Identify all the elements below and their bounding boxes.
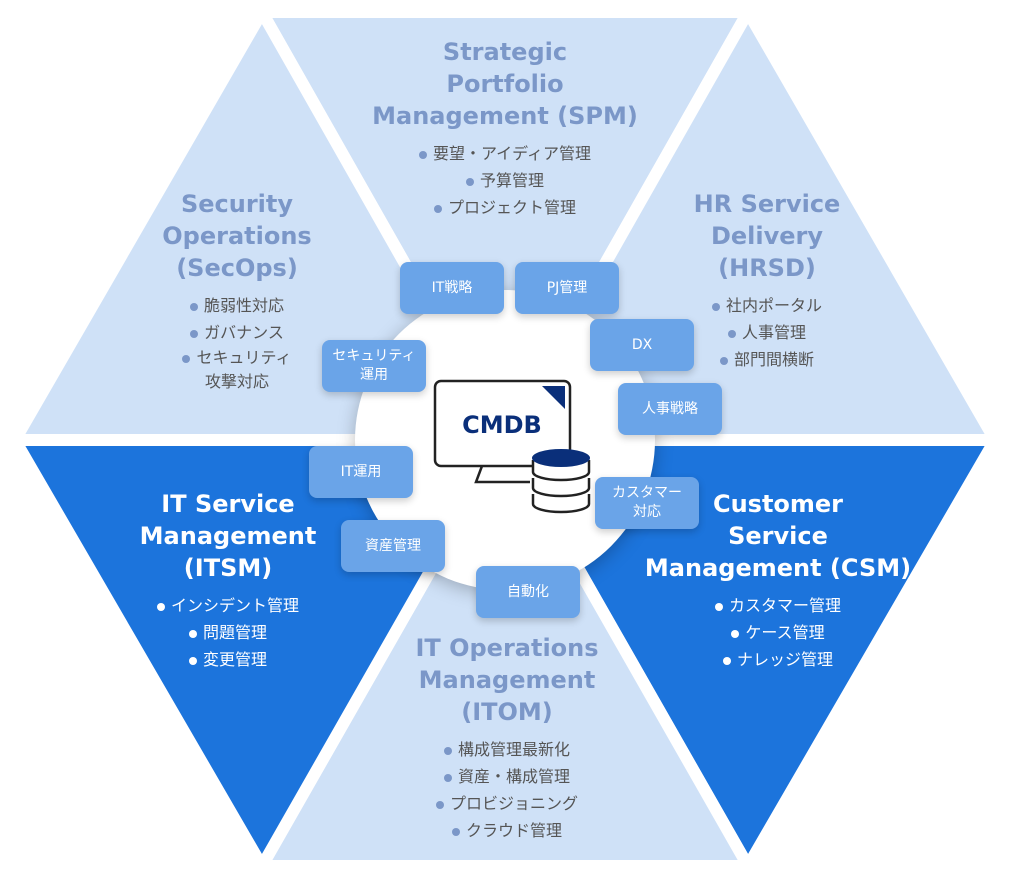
cmdb-label: CMDB xyxy=(462,411,542,439)
section-csm: Customer Service Management (CSM) カスタマー管… xyxy=(628,488,928,673)
list-item: 社内ポータル xyxy=(617,292,917,319)
pill-pj-management: PJ管理 xyxy=(515,262,619,314)
list-item: 構成管理最新化 xyxy=(357,736,657,763)
pill-dx: DX xyxy=(590,319,694,371)
list-item: 問題管理 xyxy=(78,619,378,646)
list-item: 変更管理 xyxy=(78,646,378,673)
section-title: Strategic Portfolio Management (SPM) xyxy=(372,38,638,130)
list-item: 部門間横断 xyxy=(617,346,917,373)
list-item: セキュリティ 攻撃対応 xyxy=(87,346,387,394)
list-item: インシデント管理 xyxy=(78,592,378,619)
list-item: ガバナンス xyxy=(87,319,387,346)
list-item: ケース管理 xyxy=(628,619,928,646)
section-hrsd: HR Service Delivery (HRSD) 社内ポータル 人事管理 部… xyxy=(617,188,917,373)
section-title: HR Service Delivery (HRSD) xyxy=(693,190,841,282)
list-item: 予算管理 xyxy=(355,167,655,194)
list-item: プロジェクト管理 xyxy=(355,194,655,221)
section-secops: Security Operations (SecOps) 脆弱性対応 ガバナンス… xyxy=(87,188,387,394)
pill-it-strategy: IT戦略 xyxy=(400,262,504,314)
database-icon xyxy=(531,449,591,514)
pill-hr-strategy: 人事戦略 xyxy=(618,383,722,435)
list-item: 資産・構成管理 xyxy=(357,763,657,790)
list-item: 要望・アイディア管理 xyxy=(355,140,655,167)
section-title: Customer Service Management (CSM) xyxy=(644,490,912,582)
section-itsm: IT Service Management (ITSM) インシデント管理 問題… xyxy=(78,488,378,673)
cmdb-icon: CMDB xyxy=(433,379,591,514)
pill-it-operations: IT運用 xyxy=(309,446,413,498)
section-title: IT Operations Management (ITOM) xyxy=(415,634,599,726)
list-item: プロビジョニング xyxy=(357,790,657,817)
pill-security-operations: セキュリティ 運用 xyxy=(322,340,426,392)
list-item: 脆弱性対応 xyxy=(87,292,387,319)
section-spm: Strategic Portfolio Management (SPM) 要望・… xyxy=(355,36,655,221)
section-itom: IT Operations Management (ITOM) 構成管理最新化 … xyxy=(357,632,657,844)
pill-customer-support: カスタマー 対応 xyxy=(595,477,699,529)
section-title: Security Operations (SecOps) xyxy=(162,190,312,282)
list-item: 人事管理 xyxy=(617,319,917,346)
list-item: ナレッジ管理 xyxy=(628,646,928,673)
list-item: カスタマー管理 xyxy=(628,592,928,619)
segment-secops xyxy=(4,0,516,446)
pill-automation: 自動化 xyxy=(476,566,580,618)
section-title: IT Service Management (ITSM) xyxy=(139,490,317,582)
list-item: クラウド管理 xyxy=(357,817,657,844)
pill-asset-management: 資産管理 xyxy=(341,520,445,572)
